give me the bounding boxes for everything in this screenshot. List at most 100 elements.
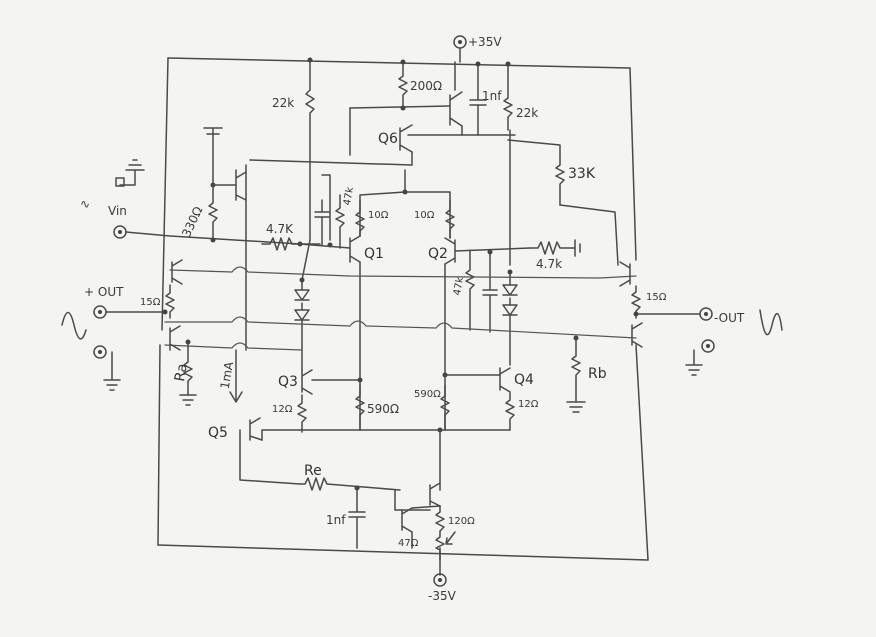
capacitor-1nf-top-label: 1nf xyxy=(482,89,502,103)
resistor-590-right xyxy=(440,384,450,431)
plus-out-terminal[interactable] xyxy=(93,305,107,319)
resistor-22k-right xyxy=(503,63,513,131)
diode-left-upper xyxy=(294,279,310,301)
minus-out-ground[interactable] xyxy=(685,339,715,376)
diode-left-lower xyxy=(294,302,310,371)
right-frame-wire xyxy=(629,67,649,561)
current-1ma-label: 1mA xyxy=(218,360,237,390)
resistor-33k xyxy=(507,139,565,206)
input-transistor xyxy=(235,164,247,351)
capacitor-1nf-top xyxy=(469,63,487,136)
resistor-4k7-left-label: 4.7K xyxy=(266,222,294,236)
resistor-200 xyxy=(398,61,408,109)
diode-right-lower xyxy=(502,297,518,366)
q4-label: Q4 xyxy=(514,372,534,388)
transistor-q4 xyxy=(444,367,511,393)
plus-35v-terminal[interactable] xyxy=(453,35,467,49)
plus-out-ac-symbol xyxy=(61,311,87,340)
q2-label: Q2 xyxy=(428,246,448,262)
resistor-12-q3-label: 12Ω xyxy=(272,404,293,415)
q1-base-wire xyxy=(299,243,351,249)
current-source-transistor-lower xyxy=(401,505,441,549)
negative-rail xyxy=(157,544,649,576)
resistor-47k-left-label: 47k xyxy=(342,186,356,206)
vin-wire xyxy=(125,231,321,245)
resistor-10-q2 xyxy=(445,199,455,239)
resistor-10-q1-label: 10Ω xyxy=(368,210,389,221)
resistor-330 xyxy=(208,184,218,241)
resistor-4k7-right xyxy=(529,239,581,257)
current-arrow xyxy=(229,349,243,403)
capacitor-1nf-bottom xyxy=(348,487,366,549)
pot-47-label: 47Ω xyxy=(398,538,419,549)
output-transistor-left-lower xyxy=(169,325,181,351)
resistor-ra-label: Ra xyxy=(172,362,191,383)
vin-terminal[interactable] xyxy=(113,225,127,239)
resistor-10-q1 xyxy=(355,199,365,237)
resistor-15-left xyxy=(165,284,175,319)
resistor-4k7-left xyxy=(261,237,301,251)
transistor-q5 xyxy=(239,417,301,485)
resistor-120 xyxy=(435,505,445,536)
crossover-bus-wires xyxy=(164,266,637,351)
resistor-10-q2-label: 10Ω xyxy=(414,210,435,221)
resistor-re xyxy=(299,477,401,491)
resistor-4k7-right-label: 4.7k xyxy=(536,257,562,271)
resistor-330-label: 330Ω xyxy=(179,204,205,239)
output-transistor-right-lower xyxy=(631,322,643,348)
plus-out-label: + OUT xyxy=(84,285,124,299)
resistor-15-right-label: 15Ω xyxy=(646,292,667,303)
vin-label: Vin xyxy=(108,204,127,218)
output-transistor-left-upper xyxy=(171,259,183,285)
pot-47[interactable] xyxy=(435,531,456,561)
transistor-q6 xyxy=(249,124,413,166)
left-diode-feed-wire xyxy=(301,239,311,281)
q1-feedback-node-wire xyxy=(321,174,331,241)
resistor-rb-label: Rb xyxy=(588,366,607,382)
resistor-22k-left xyxy=(305,59,315,241)
minus-out-terminal[interactable] xyxy=(699,307,713,321)
minus-35v-terminal[interactable] xyxy=(433,573,447,587)
vin-ac-symbol: ∿ xyxy=(80,197,90,211)
positive-rail xyxy=(167,47,631,69)
top-current-transistor xyxy=(449,61,463,136)
resistor-590-left-label: 590Ω xyxy=(367,402,399,416)
resistor-22k-left-label: 22k xyxy=(272,96,294,110)
resistor-47k-right xyxy=(465,249,475,331)
resistor-re-label: Re xyxy=(304,463,322,479)
output-transistor-right-upper xyxy=(619,261,631,287)
resistor-15-right xyxy=(631,285,641,319)
q3-label: Q3 xyxy=(278,374,298,390)
left-frame-wire xyxy=(157,57,169,546)
resistor-15-left-label: 15Ω xyxy=(140,297,161,308)
resistor-rb xyxy=(566,337,586,413)
input-ground xyxy=(203,127,223,186)
resistor-12-q4-label: 12Ω xyxy=(518,399,539,410)
minus-out-ac-symbol xyxy=(759,309,783,336)
right-output-drive-wire xyxy=(559,204,619,266)
q5-label: Q5 xyxy=(208,425,228,441)
current-source-transistor-upper xyxy=(394,482,441,511)
plus-35v-label: +35V xyxy=(468,35,502,49)
resistor-120-label: 120Ω xyxy=(448,516,475,527)
resistor-200-label: 200Ω xyxy=(410,79,442,93)
resistor-47k-left xyxy=(335,194,345,249)
capacitor-q1-bypass xyxy=(314,199,330,246)
resistor-33k-label: 33K xyxy=(568,166,596,182)
q6-label: Q6 xyxy=(378,131,398,147)
resistor-22k-right-label: 22k xyxy=(516,106,538,120)
q1-label: Q1 xyxy=(364,246,384,262)
diode-right-upper xyxy=(502,271,518,296)
vin-ground xyxy=(115,159,145,187)
resistor-47k-right-label: 47k xyxy=(452,276,466,296)
resistor-590-right-label: 590Ω xyxy=(414,389,441,400)
q6-base-wire xyxy=(349,105,451,109)
capacitor-q2-bypass xyxy=(482,251,498,333)
plus-out-ground[interactable] xyxy=(93,345,121,391)
capacitor-1nf-bottom-label: 1nf xyxy=(326,513,346,527)
transistor-q1 xyxy=(349,169,406,431)
resistor-ra xyxy=(179,341,197,406)
resistor-590-left xyxy=(355,384,365,431)
